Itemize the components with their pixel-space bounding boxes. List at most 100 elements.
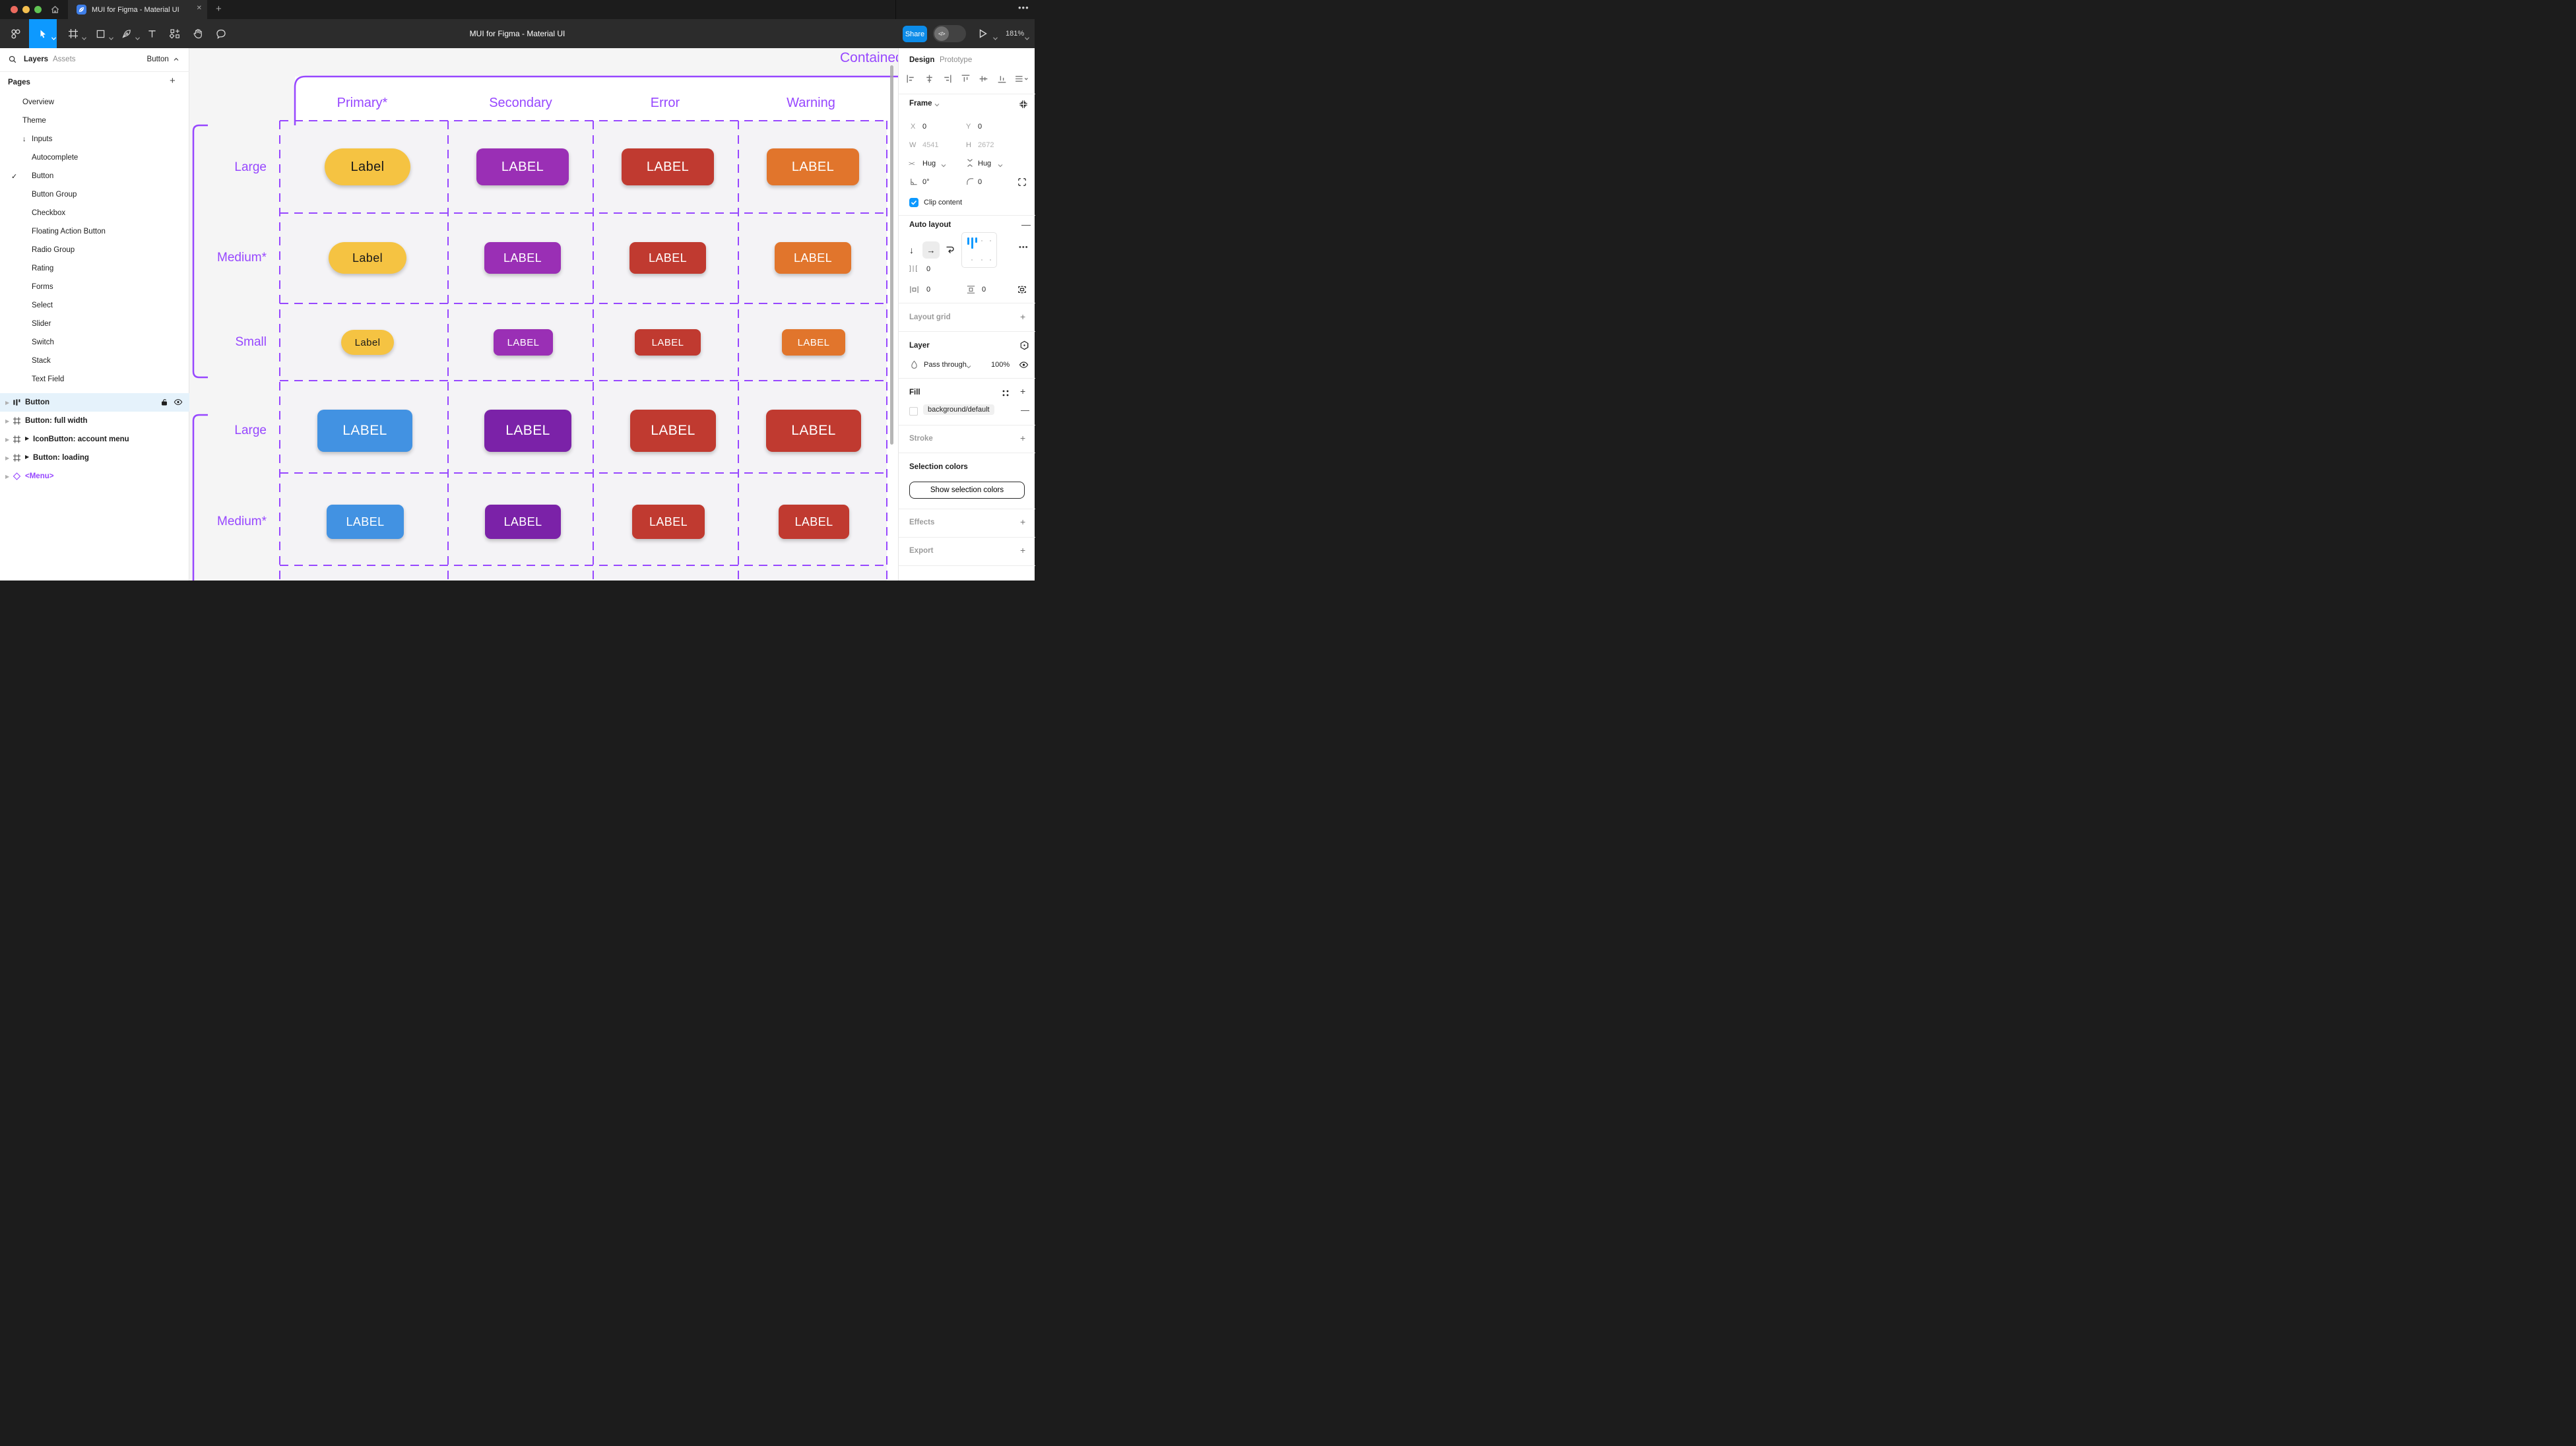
tab-prototype[interactable]: Prototype — [940, 56, 972, 64]
canvas-button[interactable]: LABEL — [766, 410, 861, 452]
row-label-3-large[interactable]: Large — [194, 424, 267, 438]
auto-layout-alignment-widget[interactable] — [961, 232, 997, 268]
column-header-error[interactable]: Error — [651, 96, 680, 111]
main-menu-icon[interactable] — [5, 19, 25, 48]
add-page-icon[interactable]: + — [170, 75, 176, 86]
auto-layout-more-icon[interactable]: ••• — [1019, 243, 1029, 251]
canvas-button[interactable]: LABEL — [327, 505, 404, 539]
row-label-1-medium[interactable]: Medium* — [194, 251, 267, 265]
column-header-primary[interactable]: Primary* — [337, 96, 388, 111]
independent-padding-icon[interactable] — [1017, 285, 1027, 296]
hug-vertical-chevron-icon[interactable] — [998, 162, 1003, 170]
expand-chevron-icon[interactable]: ▶ — [5, 455, 9, 461]
layer-row-button-full-width[interactable]: ▶Button: full width — [0, 412, 189, 430]
collapse-frame-icon[interactable] — [1019, 100, 1028, 109]
canvas-button[interactable]: LABEL — [767, 148, 859, 185]
canvas-button[interactable]: LABEL — [484, 410, 571, 452]
home-icon[interactable] — [50, 5, 60, 18]
canvas-button[interactable]: LABEL — [622, 148, 714, 185]
h-field-value[interactable]: 2672 — [978, 141, 994, 149]
sidebar-page-autocomplete[interactable]: Autocomplete — [0, 148, 189, 167]
sidebar-page-forms[interactable]: Forms — [0, 278, 189, 296]
sidebar-page-stack[interactable]: Stack — [0, 352, 189, 370]
canvas-button[interactable]: LABEL — [317, 410, 412, 452]
canvas-button[interactable]: LABEL — [635, 329, 701, 356]
align-v-center-icon[interactable] — [978, 73, 989, 84]
show-selection-colors-button[interactable]: Show selection colors — [909, 482, 1025, 499]
canvas[interactable]: Contained Primary*SecondaryErrorWarning … — [189, 48, 898, 581]
hug-horizontal-value[interactable]: Hug — [922, 160, 936, 168]
canvas-button[interactable]: LABEL — [775, 242, 851, 274]
new-tab-button[interactable]: + — [216, 3, 222, 15]
canvas-button[interactable]: LABEL — [782, 329, 845, 356]
zoom-chevron-icon[interactable] — [1025, 32, 1029, 44]
opacity-value[interactable]: 100% — [991, 361, 1010, 369]
frame-title[interactable]: Contained — [840, 50, 898, 66]
expand-chevron-icon[interactable]: ▶ — [5, 400, 9, 406]
text-tool-button[interactable] — [145, 19, 159, 48]
y-field-value[interactable]: 0 — [978, 123, 982, 131]
shape-tool-chevron-icon[interactable] — [109, 32, 113, 44]
auto-layout-wrap-icon[interactable] — [945, 244, 955, 257]
tab-layers[interactable]: Layers — [24, 55, 48, 63]
pen-tool-button[interactable] — [119, 19, 134, 48]
rotation-value[interactable]: 0° — [922, 178, 930, 186]
sidebar-page-radio-group[interactable]: Radio Group — [0, 241, 189, 259]
sidebar-page-button[interactable]: ✓Button — [0, 167, 189, 185]
canvas-button[interactable]: LABEL — [630, 410, 716, 452]
frame-tool-chevron-icon[interactable] — [82, 32, 86, 44]
sidebar-page-text-field[interactable]: Text Field — [0, 370, 189, 389]
blend-mode-icon[interactable] — [1019, 340, 1029, 350]
padding-vertical-value[interactable]: 0 — [982, 286, 986, 294]
canvas-button[interactable]: LABEL — [779, 505, 849, 539]
actions-tool-button[interactable] — [168, 19, 182, 48]
align-h-center-icon[interactable] — [924, 73, 935, 84]
collapse-arrow-icon[interactable]: ↓ — [22, 135, 26, 143]
align-right-icon[interactable] — [942, 73, 953, 84]
tab-assets[interactable]: Assets — [53, 55, 76, 63]
frame-tool-button[interactable] — [66, 19, 80, 48]
canvas-button[interactable]: LABEL — [484, 242, 561, 274]
canvas-button[interactable]: LABEL — [632, 505, 705, 539]
row-label-0-large[interactable]: Large — [194, 160, 267, 175]
tab-close-icon[interactable]: ✕ — [197, 5, 202, 12]
expand-chevron-icon[interactable]: ▶ — [5, 418, 9, 424]
canvas-button[interactable]: Label — [341, 330, 394, 355]
sidebar-page-checkbox[interactable]: Checkbox — [0, 204, 189, 222]
hug-vertical-value[interactable]: Hug — [978, 160, 991, 168]
frame-section-title[interactable]: Frame — [909, 100, 932, 108]
canvas-button[interactable]: Label — [329, 242, 406, 274]
clip-content-checkbox[interactable] — [909, 198, 918, 207]
x-field-value[interactable]: 0 — [922, 123, 926, 131]
sidebar-page-switch[interactable]: Switch — [0, 333, 189, 352]
independent-corners-icon[interactable] — [1017, 177, 1027, 189]
layer-row--menu-[interactable]: ▶<Menu> — [0, 467, 189, 486]
align-top-icon[interactable] — [960, 73, 971, 84]
add-stroke-icon[interactable]: + — [1020, 433, 1025, 443]
remove-fill-icon[interactable]: — — [1021, 405, 1029, 415]
column-header-secondary[interactable]: Secondary — [489, 96, 552, 111]
remove-auto-layout-icon[interactable]: — — [1021, 219, 1031, 230]
sidebar-page-slider[interactable]: Slider — [0, 315, 189, 333]
zoom-level[interactable]: 181% — [1006, 30, 1024, 38]
auto-layout-horizontal-icon[interactable]: → — [922, 241, 940, 259]
visible-eye-icon[interactable] — [174, 398, 183, 408]
window-zoom-button[interactable] — [34, 6, 42, 13]
canvas-button[interactable]: LABEL — [476, 148, 569, 185]
sidebar-page-overview[interactable]: Overview — [0, 93, 189, 111]
dev-mode-toggle[interactable]: </> — [933, 25, 966, 42]
align-left-icon[interactable] — [905, 73, 917, 84]
sidebar-page-button-group[interactable]: Button Group — [0, 185, 189, 204]
page-badge[interactable]: Button — [147, 55, 179, 63]
add-layout-grid-icon[interactable]: + — [1020, 311, 1025, 322]
canvas-button[interactable]: LABEL — [494, 329, 553, 356]
move-tool-chevron-icon[interactable] — [51, 32, 56, 44]
column-header-warning[interactable]: Warning — [787, 96, 835, 111]
comment-tool-button[interactable] — [214, 19, 228, 48]
sidebar-page-rating[interactable]: Rating — [0, 259, 189, 278]
add-effect-icon[interactable]: + — [1020, 517, 1025, 527]
padding-horizontal-value[interactable]: 0 — [926, 286, 930, 294]
tabbar-more-icon[interactable]: ••• — [1018, 3, 1029, 13]
canvas-button[interactable]: LABEL — [629, 242, 706, 274]
auto-layout-vertical-icon[interactable]: ↓ — [909, 245, 914, 255]
